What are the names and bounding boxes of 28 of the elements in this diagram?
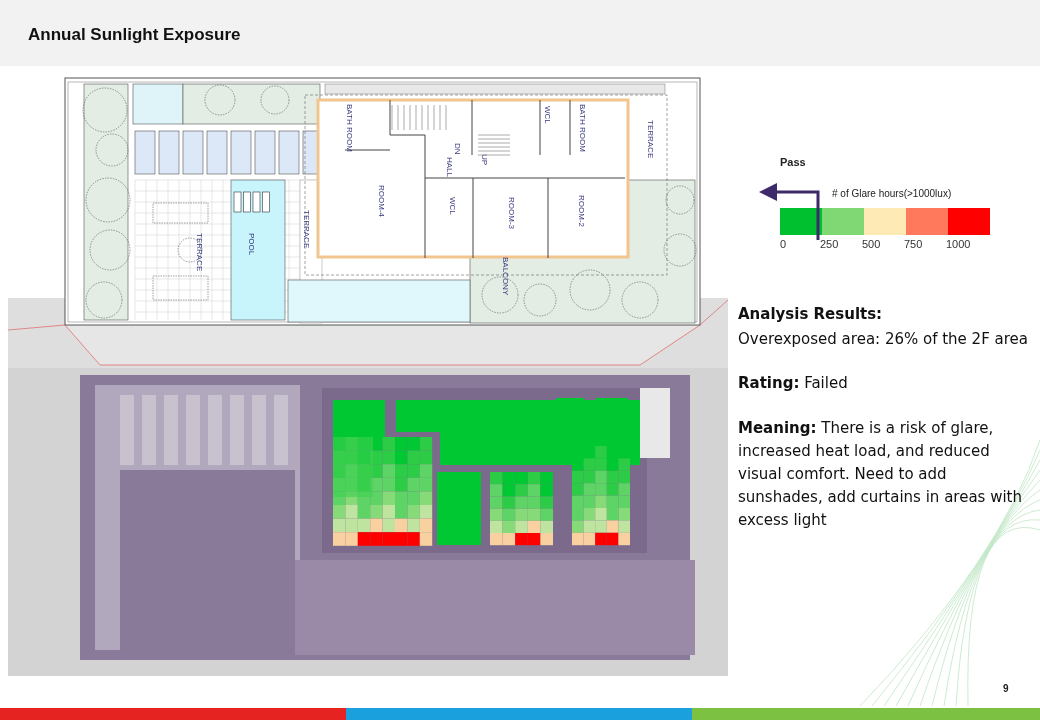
area-label: TERRACE (195, 233, 203, 272)
area-label: POOL (247, 233, 255, 256)
room-label: HALL (445, 157, 453, 177)
room-label: BATH ROOM (345, 104, 353, 152)
room-label: WCL (448, 197, 456, 215)
room-label: BATH ROOM (578, 104, 586, 152)
pass-label: Pass (780, 156, 806, 168)
stair-label: DN (453, 143, 461, 155)
room-label: ROOM-4 (377, 185, 385, 217)
stair-label: UP (480, 154, 488, 166)
tick-label: 500 (862, 238, 881, 250)
tick-label: 750 (904, 238, 923, 250)
tick-label: 1000 (946, 238, 971, 250)
area-label: BALCONY (501, 257, 509, 296)
page-number: 9 (1003, 683, 1009, 694)
room-label: ROOM-3 (507, 197, 515, 229)
tick-label: 0 (780, 238, 787, 250)
tick-label: 250 (820, 238, 839, 250)
section-heading: Analysis Results: (738, 305, 883, 323)
area-label: TERRACE (302, 210, 310, 249)
room-label: ROOM-2 (577, 195, 585, 227)
scale-title: # of Glare hours(>1000lux) (832, 188, 952, 199)
result-text: Overexposed area: 26% of the 2F area (738, 329, 1029, 350)
room-label: WCL (543, 106, 551, 124)
slide-title: Annual Sunlight Exposure (28, 25, 241, 45)
meaning-text: Meaning: There is a risk of glare, increased heat load, and reduced visual comfort. Need to add sunshades, add curtains in areas with excess light (738, 418, 1023, 531)
area-label: TERRACE (646, 120, 654, 159)
rating-text: Rating: Failed (738, 373, 849, 394)
